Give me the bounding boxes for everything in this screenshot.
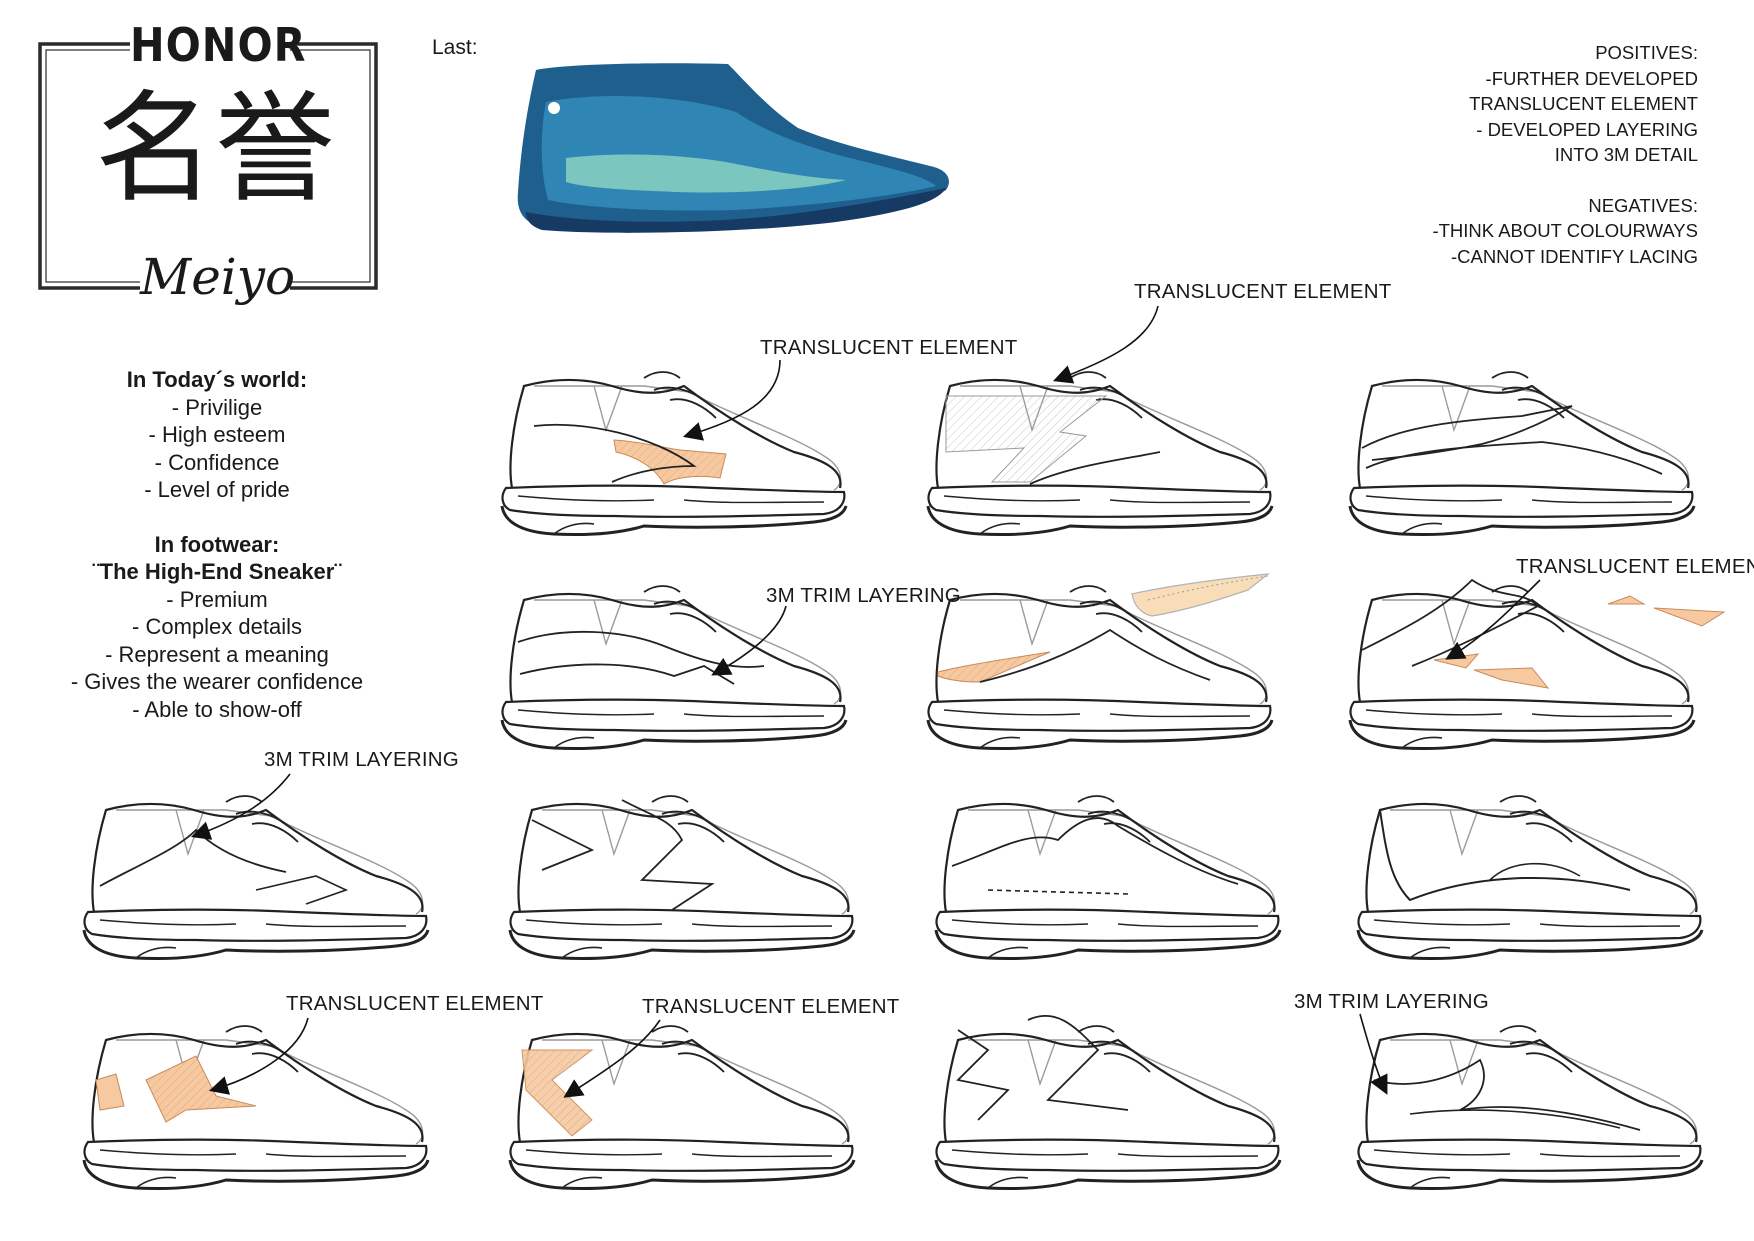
footwear-item: - Complex details — [132, 614, 302, 639]
today-item: - Privilige — [171, 394, 263, 420]
negatives-heading: NEGATIVES: — [1588, 194, 1698, 216]
annotation-label: TRANSLUCENT ELEMENT — [1516, 555, 1754, 578]
sneaker-sketch-r2c2 — [926, 584, 1274, 751]
translucent-piece-detail — [1131, 573, 1270, 617]
annotation-label: 3M TRIM LAYERING — [1294, 990, 1489, 1013]
footwear-item: - Able to show-off — [132, 696, 302, 722]
footwear-item: - Premium — [166, 586, 268, 612]
annotation-label: TRANSLUCENT ELEMENT — [642, 995, 900, 1018]
sneaker-sketch-r4c3 — [934, 1014, 1282, 1191]
today-item: - Confidence — [154, 449, 280, 475]
sneaker-sketch-r3c3 — [934, 794, 1282, 961]
footwear-item: - Represent a meaning — [105, 641, 329, 667]
sneaker-sketch-r4c4 — [1356, 1024, 1704, 1191]
positive-item: - DEVELOPED LAYERING — [1476, 118, 1698, 140]
design-notes: POSITIVES: -FURTHER DEVELOPED TRANSLUCEN… — [1238, 40, 1698, 269]
logo-kanji: 名誉 — [95, 80, 335, 219]
footwear-item: - Gives the wearer confidence — [70, 669, 364, 694]
last-label: Last: — [432, 36, 478, 59]
annotation-label: TRANSLUCENT ELEMENT — [286, 992, 544, 1015]
sneaker-sketch-r3c2 — [508, 794, 856, 961]
annotation-label: 3M TRIM LAYERING — [766, 584, 961, 607]
negative-item: -THINK ABOUT COLOURWAYS — [1432, 220, 1698, 241]
logo-romaji: Meiyo — [140, 248, 296, 306]
concept-text: In Today´s world: - Privilige - High est… — [52, 366, 382, 723]
footwear-subheading: ¨The High-End Sneaker¨ — [92, 559, 342, 584]
annotation-label: TRANSLUCENT ELEMENT — [1134, 280, 1392, 303]
positive-item: -FURTHER DEVELOPED — [1485, 67, 1698, 89]
sneaker-sketch-r4c1 — [82, 1024, 430, 1191]
annotation-label: 3M TRIM LAYERING — [264, 748, 459, 771]
shoe-last-image — [517, 63, 949, 233]
positives-heading: POSITIVES: — [1595, 42, 1698, 63]
footwear-heading: In footwear: — [154, 531, 280, 557]
sneaker-sketch-r3c4 — [1356, 794, 1704, 961]
annotation-label: TRANSLUCENT ELEMENT — [760, 336, 1018, 359]
positive-item: INTO 3M DETAIL — [1554, 144, 1698, 165]
positive-item: TRANSLUCENT ELEMENT — [1469, 93, 1698, 114]
today-item: - Level of pride — [144, 477, 290, 502]
today-heading: In Today´s world: — [126, 367, 308, 392]
sneaker-sketch-r1c2 — [926, 370, 1274, 537]
sneaker-sketch-r3c1 — [82, 794, 430, 961]
today-item: - High esteem — [148, 422, 286, 447]
logo-title: HONOR — [130, 18, 307, 72]
translucent-piece-detail — [1607, 595, 1726, 627]
sneaker-sketch-r1c3 — [1348, 370, 1696, 537]
sneaker-sketch-r4c2 — [508, 1024, 856, 1191]
negative-item: -CANNOT IDENTIFY LACING — [1450, 245, 1698, 267]
sneaker-sketch-r1c1 — [500, 370, 848, 537]
